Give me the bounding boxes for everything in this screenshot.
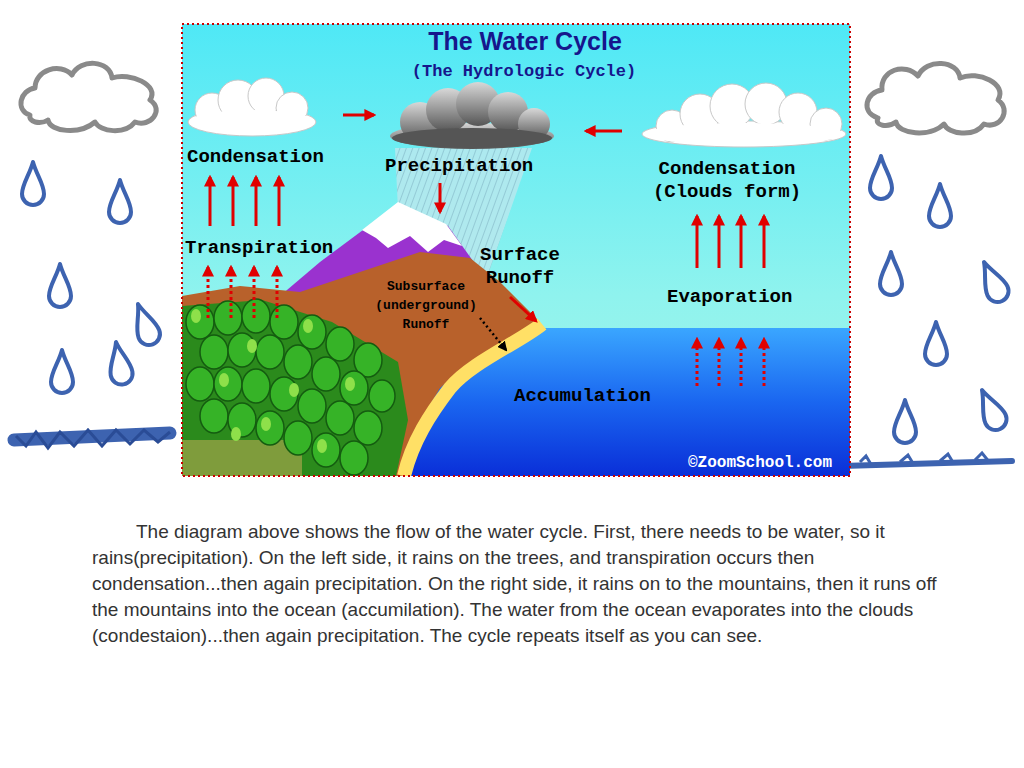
- sketch-cloud: [867, 63, 1004, 133]
- process-label: Accumulation: [514, 385, 651, 407]
- process-label: Surface Runoff: [474, 244, 566, 290]
- process-label: Precipitation: [385, 155, 533, 177]
- process-label: Subsurface (underground) Runoff: [370, 277, 482, 334]
- caption-paragraph: The diagram above shows the flow of the …: [92, 519, 942, 649]
- process-label: Evaporation: [667, 286, 792, 308]
- process-label: Condensation: [187, 146, 324, 168]
- watermark: ©ZoomSchool.com: [688, 454, 832, 472]
- diagram-scene: [182, 24, 850, 476]
- diagram-title: The Water Cycle: [428, 27, 622, 56]
- sketch-cloud: [21, 63, 156, 130]
- process-label: Transpiration: [185, 237, 333, 259]
- process-label: Condensation (Clouds form): [647, 158, 807, 204]
- subtitle: (The Hydrologic Cycle): [412, 62, 636, 81]
- dotted-frame: [182, 24, 850, 476]
